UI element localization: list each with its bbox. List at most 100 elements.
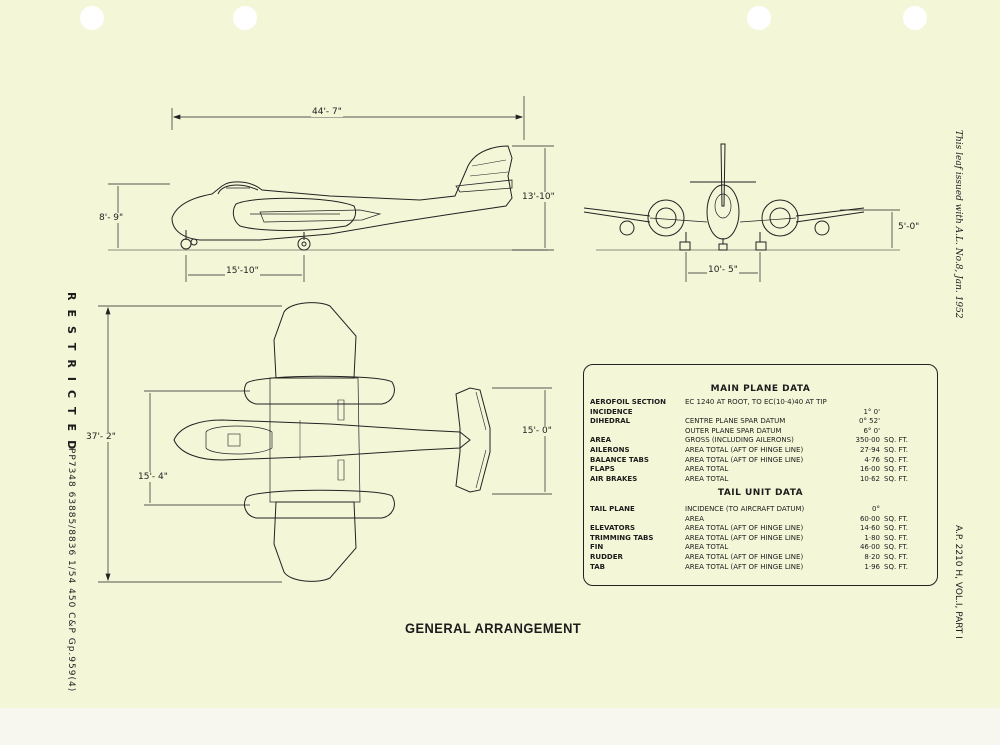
row-label: FIN [590,543,604,552]
row-description: AREA TOTAL (AFT OF HINGE LINE) [685,445,804,454]
data-row: FIN AREA TOTAL 46·00 SQ. FT. [590,543,931,553]
row-description: CENTRE PLANE SPAR DATUM [685,417,786,426]
row-value: 350·00 [855,436,881,445]
row-value: 4·76 [864,455,880,464]
row-description: AREA TOTAL (AFT OF HINGE LINE) [685,552,804,561]
row-value: 14·60 [859,524,880,533]
punch-hole [80,6,104,30]
row-description: OUTER PLANE SPAR DATUM [685,426,782,435]
row-unit: SQ. FT. [884,474,908,483]
gear-height-label: 5'-0" [897,222,921,232]
row-unit: SQ. FT. [884,562,908,571]
drawing-title: GENERAL ARRANGEMENT [405,620,582,636]
row-value: 10·62 [859,474,880,483]
row-description: AREA TOTAL [685,474,729,483]
side-view-dimensions [108,96,554,282]
row-label: AIR BRAKES [590,474,638,483]
row-value: 8·20 [864,552,880,561]
plan-view-dimensions [98,305,552,583]
row-description: AREA TOTAL [685,465,729,474]
row-unit: SQ. FT. [884,524,908,533]
data-panel: MAIN PLANE DATA AEROFOIL SECTION EC 1240 … [583,364,938,586]
data-row: DIHEDRAL CENTRE PLANE SPAR DATUM 0° 52' [590,417,931,427]
row-description: AREA TOTAL (AFT OF HINGE LINE) [685,455,804,464]
row-value: 16·00 [859,465,880,474]
tailplane-span-label: 15'- 0" [521,426,553,436]
tail-unit-heading: TAIL UNIT DATA [717,488,804,498]
row-unit: SQ. FT. [884,445,908,454]
scan-margin [0,708,1000,745]
data-row: INCIDENCE 1° 0' [590,408,931,418]
data-row: TAIL PLANE INCIDENCE (TO AIRCRAFT DATUM) 0… [590,505,931,515]
data-row: AEROFOIL SECTION EC 1240 AT ROOT, TO EC(1… [590,398,931,408]
row-label: RUDDER [590,552,623,561]
row-value: 6° 0' [863,426,880,435]
nose-height-label: 8'- 9" [98,213,125,223]
row-unit: SQ. FT. [884,455,908,464]
row-value: 0° 52' [858,417,880,426]
tail-unit-table: TAIL PLANE INCIDENCE (TO AIRCRAFT DATUM) 0… [590,505,931,572]
row-label: AILERONS [590,445,630,454]
row-unit: SQ. FT. [884,514,908,523]
wheelbase-label: 15'-10" [225,266,260,276]
front-view [583,143,900,251]
data-row: AILERONS AREA TOTAL (AFT OF HINGE LINE) 27… [590,446,931,456]
row-description: AREA TOTAL (AFT OF HINGE LINE) [685,533,804,542]
tail-height-label: 13'-10" [521,192,556,202]
row-value: 1° 0' [863,407,880,416]
punch-hole [903,6,927,30]
data-row: FLAPS AREA TOTAL 16·00 SQ. FT. [590,465,931,475]
row-value: 0° [872,505,880,513]
row-value: 46·00 [859,543,880,552]
nacelle-spacing-label: 15'- 4" [137,472,169,482]
row-description: INCIDENCE (TO AIRCRAFT DATUM) [685,505,805,513]
row-value: 27·94 [859,445,880,454]
row-description: AREA TOTAL (AFT OF HINGE LINE) [685,524,804,533]
row-description: AREA TOTAL [685,543,729,552]
row-description: GROSS (INCLUDING AILERONS) [685,436,794,445]
row-unit: SQ. FT. [884,533,908,542]
data-row: AIR BRAKES AREA TOTAL 10·62 SQ. FT. [590,475,931,485]
print-reference: PP7348 63885/8836 1/54 450 C&P Gp.959(4) [66,448,76,693]
row-label: TAIL PLANE [590,505,635,513]
overall-length-label: 44'- 7" [311,107,343,117]
row-label: BALANCE TABS [590,455,649,464]
row-unit: SQ. FT. [884,436,908,445]
punch-hole [233,6,257,30]
restricted-stamp: RESTRICTED [65,292,78,459]
row-label: AREA [590,436,612,445]
row-unit: SQ. FT. [884,543,908,552]
row-label: AEROFOIL SECTION [590,398,666,406]
main-plane-heading: MAIN PLANE DATA [710,384,811,394]
row-label: FLAPS [590,465,615,474]
row-label: INCIDENCE [590,407,633,416]
punch-hole [747,6,771,30]
row-description: AREA TOTAL (AFT OF HINGE LINE) [685,562,804,571]
row-label: TAB [590,562,605,571]
main-plane-table: AEROFOIL SECTION EC 1240 AT ROOT, TO EC(1… [590,398,931,484]
span-label: 37'- 2" [85,432,117,442]
row-value: 1·80 [864,533,880,542]
row-value: 1·96 [864,562,880,571]
row-description: EC 1240 AT ROOT, TO EC(10·4)40 AT TIP [685,398,827,406]
row-unit: SQ. FT. [884,552,908,561]
row-unit: SQ. FT. [884,465,908,474]
publication-reference: A.P. 2210 H, VOL.I, PART I [953,525,963,639]
data-row: ELEVATORS AREA TOTAL (AFT OF HINGE LINE) 1… [590,524,931,534]
track-label: 10'- 5" [707,265,739,275]
row-label: TRIMMING TABS [590,533,654,542]
plan-view [173,302,491,582]
data-row: RUDDER AREA TOTAL (AFT OF HINGE LINE) 8·20… [590,553,931,563]
general-arrangement-drawing [98,96,900,583]
issue-note: This leaf issued with A.L. No.8, Jan. 19… [953,130,963,319]
data-row: TRIMMING TABS AREA TOTAL (AFT OF HINGE LI… [590,534,931,544]
data-row: TAB AREA TOTAL (AFT OF HINGE LINE) 1·96 SQ.… [590,563,931,573]
row-description: AREA [685,514,704,523]
data-row: BALANCE TABS AREA TOTAL (AFT OF HINGE LIN… [590,456,931,466]
row-label: ELEVATORS [590,524,635,533]
drawing-sheet [0,0,1000,708]
side-view [108,145,548,251]
row-label: DIHEDRAL [590,417,631,426]
